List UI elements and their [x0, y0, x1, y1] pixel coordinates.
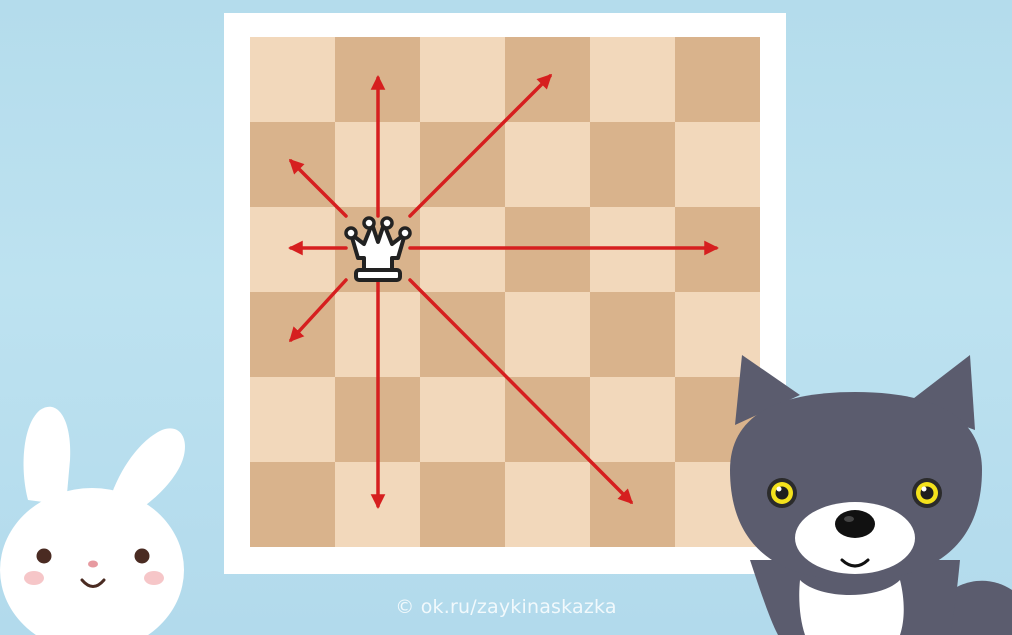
- board-square: [675, 37, 760, 122]
- watermark-text: ok.ru/zaykinaskazka: [421, 596, 617, 618]
- board-square: [250, 377, 335, 462]
- board-square: [420, 462, 505, 547]
- board-square: [590, 377, 675, 462]
- board-square: [675, 122, 760, 207]
- board-square: [505, 122, 590, 207]
- board-square: [250, 37, 335, 122]
- board-square: [420, 37, 505, 122]
- board-square: [590, 37, 675, 122]
- copyright-icon: ©: [395, 596, 414, 618]
- board-square: [590, 292, 675, 377]
- board-square: [590, 122, 675, 207]
- board-square: [420, 377, 505, 462]
- board-square: [505, 292, 590, 377]
- chess-board: [250, 37, 760, 547]
- cat-icon: [730, 355, 1012, 635]
- board-square: [250, 462, 335, 547]
- watermark: © ok.ru/zaykinaskazka: [0, 596, 1012, 618]
- board-square: [505, 462, 590, 547]
